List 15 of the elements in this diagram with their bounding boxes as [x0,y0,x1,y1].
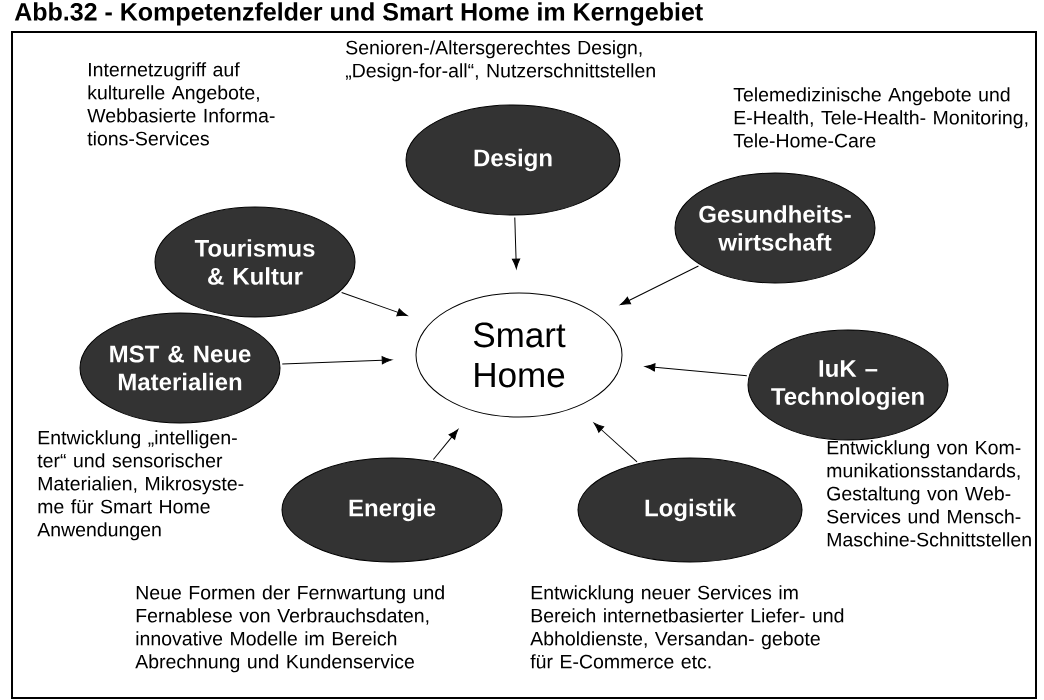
description-text: Telemedizinische Angebote und E-Health, Tele-Health- Monitoring, Tele-Home-Care [733,87,1028,148]
description-text: Entwicklung „intelligen- ter“ und sensorischer Materialien, Mikrosyste- me für Smart Home Anwendungen [37,430,244,541]
arrow [620,265,699,306]
description-text: Entwicklung neuer Services im Bereich internetbasierter Liefer- und Abholdienste, Versandan- gebote für E-Commerce etc. [530,585,844,669]
title: Abb.32 - Kompetenzfelder und Smart Home im Kerngebiet [14,2,703,26]
arrow [341,292,408,317]
description-text: Neue Formen der Fernwartung und Fernablese von Verbrauchsdaten, innovative Modelle im Bereich Abrechnung und Kundenservice [135,585,444,673]
arrow [593,422,638,463]
arrow [281,356,393,365]
arrow [432,429,459,461]
description-text: Entwicklung von Kom- munikationsstandards, Gestaltung von Web- Services und Mensch- Maschine-Schnittstellen [827,440,1031,547]
arrow [511,217,521,269]
description-text: Senioren-/Altersgerechtes Design, „Design-for-all“, Nutzerschnittstellen [345,40,655,82]
arrow [644,363,748,377]
description-text: Internetzugriff auf kulturelle Angebote, Webbasierte Informa- tions-Services [87,62,275,146]
